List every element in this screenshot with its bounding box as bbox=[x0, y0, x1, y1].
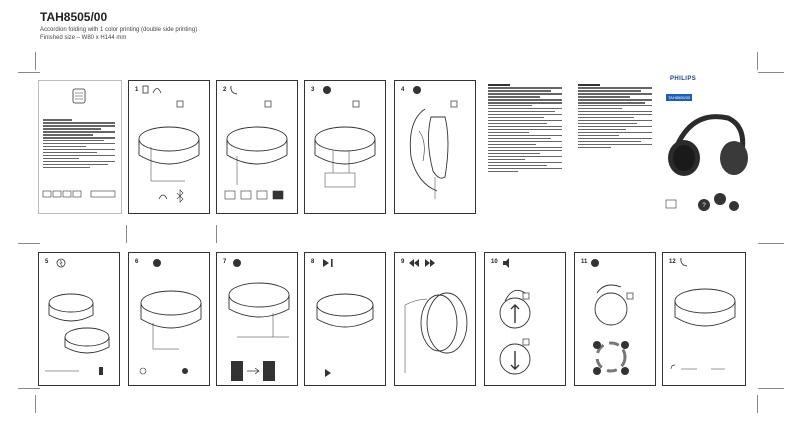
panel-step-8: 8 bbox=[304, 252, 386, 386]
voice-assistant-icon bbox=[591, 259, 599, 267]
instruction-text-block bbox=[488, 84, 562, 174]
voice-assistant-icon bbox=[413, 86, 421, 94]
crop-line-bottom-right bbox=[758, 388, 784, 389]
philips-shield-icon bbox=[72, 88, 86, 104]
panel-step-9: 9 bbox=[394, 252, 476, 386]
document-title: TAH8505/00 bbox=[40, 10, 108, 24]
crop-line-bottom bbox=[18, 388, 40, 389]
fold-line-2 bbox=[216, 225, 217, 243]
crop-line-top bbox=[18, 72, 40, 73]
crop-line-top-right bbox=[758, 72, 784, 73]
crop-line-middle-right bbox=[758, 243, 784, 244]
step-number: 7 bbox=[223, 259, 227, 265]
step-number: 8 bbox=[311, 259, 315, 265]
fold-mark-left-2 bbox=[35, 395, 36, 413]
phone-screen-icon bbox=[231, 361, 243, 381]
model-badge: TAH8505/00 bbox=[666, 94, 693, 101]
play-pause-icon bbox=[323, 259, 333, 267]
step-number: 4 bbox=[401, 87, 405, 93]
headphone-product-image bbox=[668, 114, 748, 176]
document-subtitle-2: Finished size – W80 x H144 mm bbox=[40, 35, 127, 41]
fold-mark-left bbox=[35, 52, 36, 70]
step-number: 2 bbox=[223, 87, 227, 93]
panel-front-cover: PHILIPS TAH8505/00 ? bbox=[662, 72, 752, 216]
step-number: 1 bbox=[135, 87, 139, 93]
feature-icons: ? bbox=[665, 193, 739, 211]
panel-step-1: 1 bbox=[128, 80, 210, 214]
svg-text:?: ? bbox=[702, 203, 706, 209]
phone-icon bbox=[680, 257, 688, 267]
brand-logo: PHILIPS bbox=[670, 76, 697, 82]
panel-step-11: 11 bbox=[574, 252, 656, 386]
panel-text-1 bbox=[484, 80, 566, 212]
panel-step-7: 7 bbox=[216, 252, 298, 386]
panel-legal bbox=[38, 80, 122, 214]
panel-step-2: 2 bbox=[216, 80, 298, 214]
panel-step-6: 6 bbox=[128, 252, 210, 386]
power-icon bbox=[153, 259, 161, 267]
step-number: 6 bbox=[135, 259, 139, 265]
legal-text-block bbox=[43, 119, 115, 170]
phone-screen-icon bbox=[263, 361, 275, 381]
headphone-icon bbox=[142, 85, 162, 94]
step-number: 3 bbox=[311, 87, 315, 93]
skip-icon bbox=[409, 259, 435, 267]
phone-icon bbox=[230, 85, 238, 95]
panel-step-5: 5 bbox=[38, 252, 120, 386]
document-subtitle-1: Accordion folding with 1 color printing … bbox=[40, 27, 198, 33]
headphone-icon bbox=[158, 194, 168, 200]
step-number: 10 bbox=[491, 259, 498, 265]
bluetooth-icon bbox=[176, 189, 184, 203]
fold-mark-right-2 bbox=[757, 395, 758, 413]
certification-marks bbox=[42, 190, 116, 198]
fold-mark-right bbox=[757, 52, 758, 70]
fold-line-1 bbox=[126, 225, 127, 243]
step-number: 5 bbox=[45, 259, 49, 265]
panel-step-12: 12 bbox=[662, 252, 746, 386]
step-number: 12 bbox=[669, 259, 676, 265]
step-number: 9 bbox=[401, 259, 405, 265]
panel-text-2 bbox=[574, 80, 656, 212]
charging-icon bbox=[56, 258, 66, 268]
bluetooth-icon bbox=[233, 259, 241, 267]
panel-step-10: 10 bbox=[484, 252, 566, 386]
panel-step-4: 4 bbox=[394, 80, 476, 214]
power-icon bbox=[323, 86, 331, 94]
step-number: 11 bbox=[581, 259, 588, 265]
volume-icon bbox=[503, 258, 509, 268]
panel-step-3: 3 bbox=[304, 80, 386, 214]
crop-line-middle bbox=[18, 243, 40, 244]
instruction-text-block bbox=[578, 84, 652, 150]
